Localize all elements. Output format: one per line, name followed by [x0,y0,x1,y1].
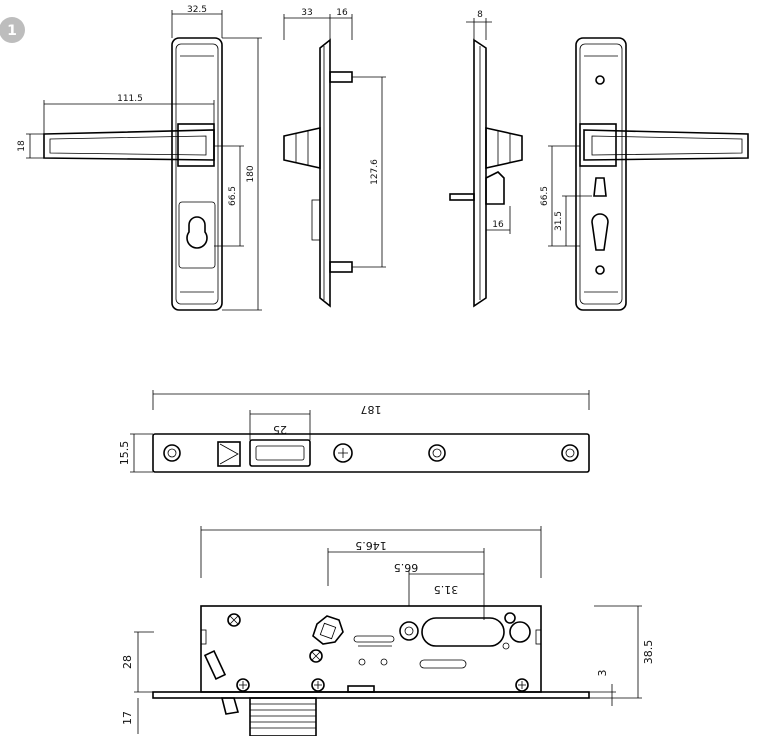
back-handle [583,129,749,161]
front-escutcheon [178,201,216,269]
lock-screw-2 [309,649,323,663]
dim-rear-side-thickness: 8 [477,10,483,20]
lock-spindle-hub [312,615,344,645]
dim-front-width: 32.5 [187,5,207,15]
dim-lock-backset: 66.5 [394,561,419,574]
dim-lock-case-width: 146.5 [355,539,387,552]
side-cylinder [311,199,321,241]
back-keyhole [591,213,609,251]
lock-screw-6 [504,612,516,624]
figure-badge: 1 [0,17,25,43]
lock-faceplate-edge [152,691,590,699]
side-post-top [329,71,353,83]
dim-back-spindle-key: 66.5 [540,186,550,206]
dim-lock-latch-height: 28 [121,655,134,669]
lock-cylinder-cam [399,621,419,641]
front-plate-inner [175,43,219,305]
lock-latch-bolt [220,697,240,715]
rear-side-handle-stub [485,127,523,169]
dim-faceplate-height: 15.5 [118,441,131,466]
lock-case-view: 146.5 66.5 31.5 28 17 38.5 3 [121,526,655,736]
lock-screw-5 [515,678,529,692]
rear-side-thumbturn [485,171,505,205]
dim-lock-cylinder-offset: 31.5 [434,583,459,596]
lock-latch-arm [203,650,227,680]
faceplate-screw [333,443,353,463]
lock-screw-4 [236,678,250,692]
faceplate-hole-2 [428,444,446,462]
lock-follower-right [509,621,531,643]
lock-case [200,605,542,693]
side-view: 33 16 127.6 [283,8,386,308]
back-screw-top [595,75,605,85]
dim-faceplate-slot: 25 [273,423,287,436]
back-plate [575,37,627,311]
dim-front-spindle-key: 66.5 [228,186,238,206]
back-view: 66.5 31.5 [540,37,749,311]
faceplate-bolt-slot [249,439,311,467]
dim-side-post-spacing: 127.6 [370,159,380,185]
lock-screw-1 [227,613,241,627]
side-post-bottom [329,261,353,273]
faceplate [152,433,590,473]
dim-faceplate-length: 187 [361,403,382,416]
side-plate [319,38,331,308]
dim-rear-side-thumbturn: 16 [492,220,504,230]
front-keyhole [186,216,208,249]
dim-back-key-offset: 31.5 [554,211,564,231]
front-view: 32.5 111.5 18 66.5 180 [17,5,262,311]
dim-lock-case-height: 38.5 [642,640,655,665]
front-handle [43,129,215,161]
back-handle-rose [579,123,617,167]
rear-side-spindle [449,193,475,201]
faceplate-latch-square [217,441,241,467]
faceplate-hole-3 [561,444,579,462]
front-handle-rose [177,123,215,167]
faceplate-hole-1 [163,444,181,462]
faceplate-view: 187 25 15.5 [118,390,590,473]
back-screw-bottom [595,265,605,275]
dim-side-depth-b: 16 [336,8,348,18]
lock-screw-3 [311,678,325,692]
dim-front-handle-height: 18 [17,140,27,152]
rear-side-view: 8 16 [449,10,523,308]
back-turn-slot [593,177,607,197]
side-handle-stub [283,127,321,169]
lock-cylinder-hole [421,617,505,647]
dim-lock-faceplate-thickness: 3 [596,670,609,677]
rear-side-plate [473,38,487,308]
figure-badge-label: 1 [7,23,17,39]
dim-lock-latch-throw: 17 [121,711,134,725]
lock-deadbolt [249,697,317,736]
dim-side-depth-a: 33 [301,8,312,18]
dim-front-total-height: 180 [246,165,256,182]
front-plate [171,37,223,311]
dim-front-handle-length: 111.5 [117,94,143,104]
